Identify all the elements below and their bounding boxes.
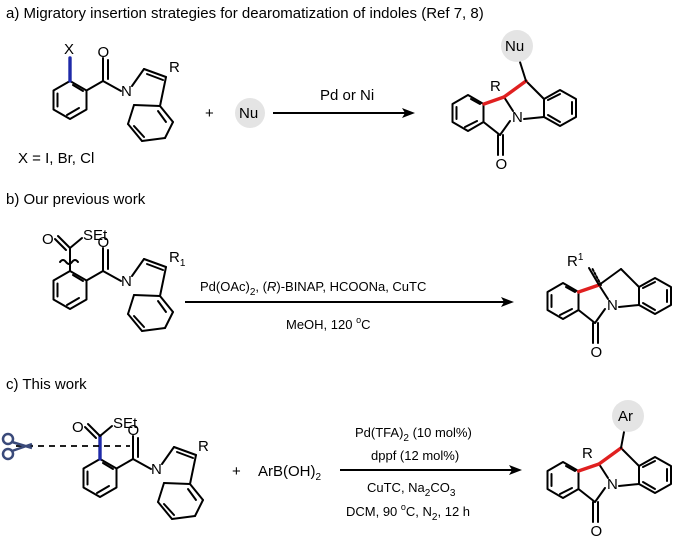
section-c-condition-2: dppf (12 mol%) [371,448,459,463]
product-nu-label: Nu [505,38,524,55]
nu-highlight [501,30,533,62]
r1-label: R1 [169,249,186,269]
set-group-label-c: SEt [113,415,138,432]
nucleophile-label: Nu [239,105,258,122]
section-a-reaction-arrow [273,108,415,118]
section-b-conditions-line2: MeOH, 120 oC [286,315,371,332]
section-b-thioester-indole: O SEt R1 [42,227,186,332]
section-c-condition-4: DCM, 90 oC, N2, 12 h [346,502,470,523]
x-definition: X = I, Br, Cl [18,150,94,167]
product-r-label-c: R [582,445,593,462]
product-ar-label: Ar [618,408,633,425]
product-r-label: R [490,78,501,95]
r-substituent-label: R [169,59,180,76]
section-b-title: b) Our previous work [6,191,146,208]
set-group-label: SEt [83,227,108,244]
plus-sign-c: + [232,463,241,480]
scissors-icon [1,432,33,461]
section-b-reaction-arrow [185,297,514,307]
boronic-acid: ArB(OH)2 [258,463,322,483]
ar-highlight [612,400,644,432]
section-c-title: c) This work [6,376,87,393]
nucleophile-highlight [235,98,265,128]
section-b-product: R1 [546,252,672,362]
section-c-condition-3: CuTC, Na2CO3 [367,480,456,499]
r-substituent-label-c: R [198,438,209,455]
section-c-product: Ar R [546,400,672,541]
svg-text:O: O [42,231,54,248]
section-b-conditions-line1: Pd(OAc)2, (R)-BINAP, HCOONa, CuTC [200,279,426,298]
product-r1-label: R1 [567,252,584,270]
section-c-condition-1: Pd(TFA)2 (10 mol%) [355,425,472,444]
section-c-thioester-indole: O SEt R [16,415,209,520]
section-c-reaction-arrow [340,465,522,475]
section-a-reagent: Pd or Ni [320,87,374,104]
plus-sign: + [205,105,214,122]
cleavage-wavy-bond [59,259,79,265]
svg-text:O: O [72,419,84,436]
section-a-aryl-halide-indole: X R X = I, Br, Cl [18,41,180,167]
halide-label: X [64,41,74,58]
section-a-title: a) Migratory insertion strategies for de… [6,5,484,22]
section-a-product: Nu R [451,30,577,174]
